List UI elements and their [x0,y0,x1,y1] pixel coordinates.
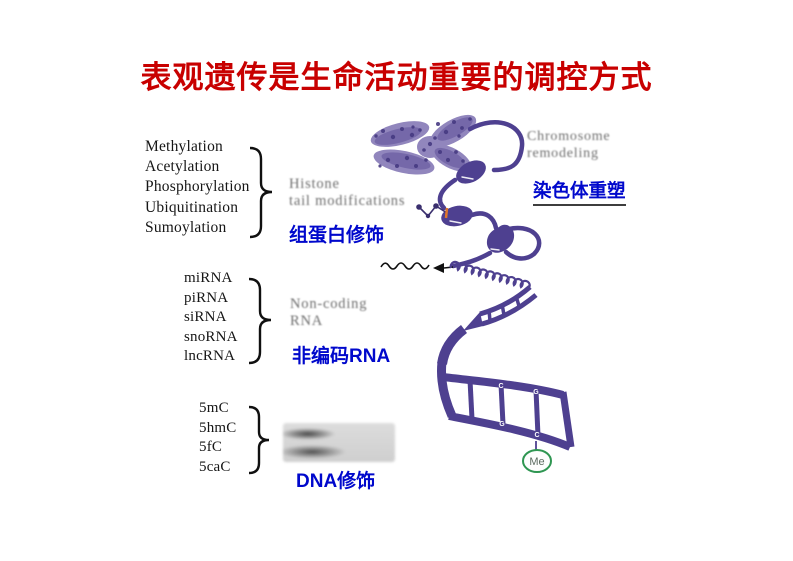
nucleosome-2 [441,205,473,227]
chromatin-fiber [437,120,542,269]
dna-base-letter: C [498,383,503,390]
ncrna-types-list: miRNA piRNA siRNA snoRNA lncRNA [184,269,238,367]
list-item: Sumoylation [145,218,227,236]
histone-en-label: Histone tail modifications [289,176,405,210]
nucleosome-highlights [449,176,500,251]
list-item: 5mC [199,400,229,416]
list-item: siRNA [184,309,227,326]
label-line: Non-coding [290,296,368,312]
nucleosome-beads [441,160,515,253]
label-line: RNA [290,313,324,329]
list-item: piRNA [184,289,229,306]
dna-ladder: C G G C Me [437,285,575,473]
dna-base-letter: G [533,389,539,396]
list-item: 5hmC [199,419,237,436]
rna-squiggle-arrow [380,262,454,273]
ncrna-en-label: Non-coding RNA [290,296,367,330]
list-item: Methylation [145,138,223,155]
histone-tail-tag [444,207,449,219]
ncrna-zh-label: 非编码RNA [292,346,391,367]
arrowhead-left [433,263,444,273]
list-item: snoRNA [184,328,238,345]
brace-histone-list [249,146,273,239]
list-item: 5caC [199,458,231,475]
list-item: Phosphorylation [145,178,250,196]
list-item: miRNA [184,270,233,286]
dna-marks-list: 5mC 5hmC 5fC 5caC [199,399,236,477]
label-line: Histone [289,176,340,192]
remodeling-zh-label: 染色体重塑 [533,177,626,206]
histone-zh-label: 组蛋白修饰 [289,225,385,246]
ladder-twist [463,312,483,331]
ladder-rungs [467,379,575,448]
label-line: Chromosome [527,129,611,144]
me-label: Me [529,456,544,468]
methyl-group-badge: Me [522,441,552,473]
histone-mark-molecule [416,203,449,219]
dna-zh-label: DNA修饰 [296,471,376,492]
chromosome-shading [374,117,473,170]
slide-title: 表观遗传是生命活动重要的调控方式 [140,60,653,95]
solenoid-coil [449,260,531,290]
histone-marks-list: Methylation Acetylation Phosphorylation … [145,137,250,238]
label-line: tail modifications [289,193,406,209]
dna-modification-image-blob [283,423,395,462]
list-item: lncRNA [184,348,236,365]
brace-dna-list [248,405,270,475]
brace-ncrna-list [248,277,272,365]
list-item: Ubiquitination [145,198,239,216]
chromosome-texture [374,117,472,168]
label-line: remodeling [527,146,599,161]
dna-base-letter: G [499,421,505,428]
nucleosome-3 [486,224,515,253]
chromosome-icon [370,114,477,175]
dna-base-letter: C [534,432,539,439]
remodeling-en-label: Chromosome remodeling [527,128,610,162]
list-item: 5fC [199,439,223,456]
list-item: Acetylation [145,158,220,176]
